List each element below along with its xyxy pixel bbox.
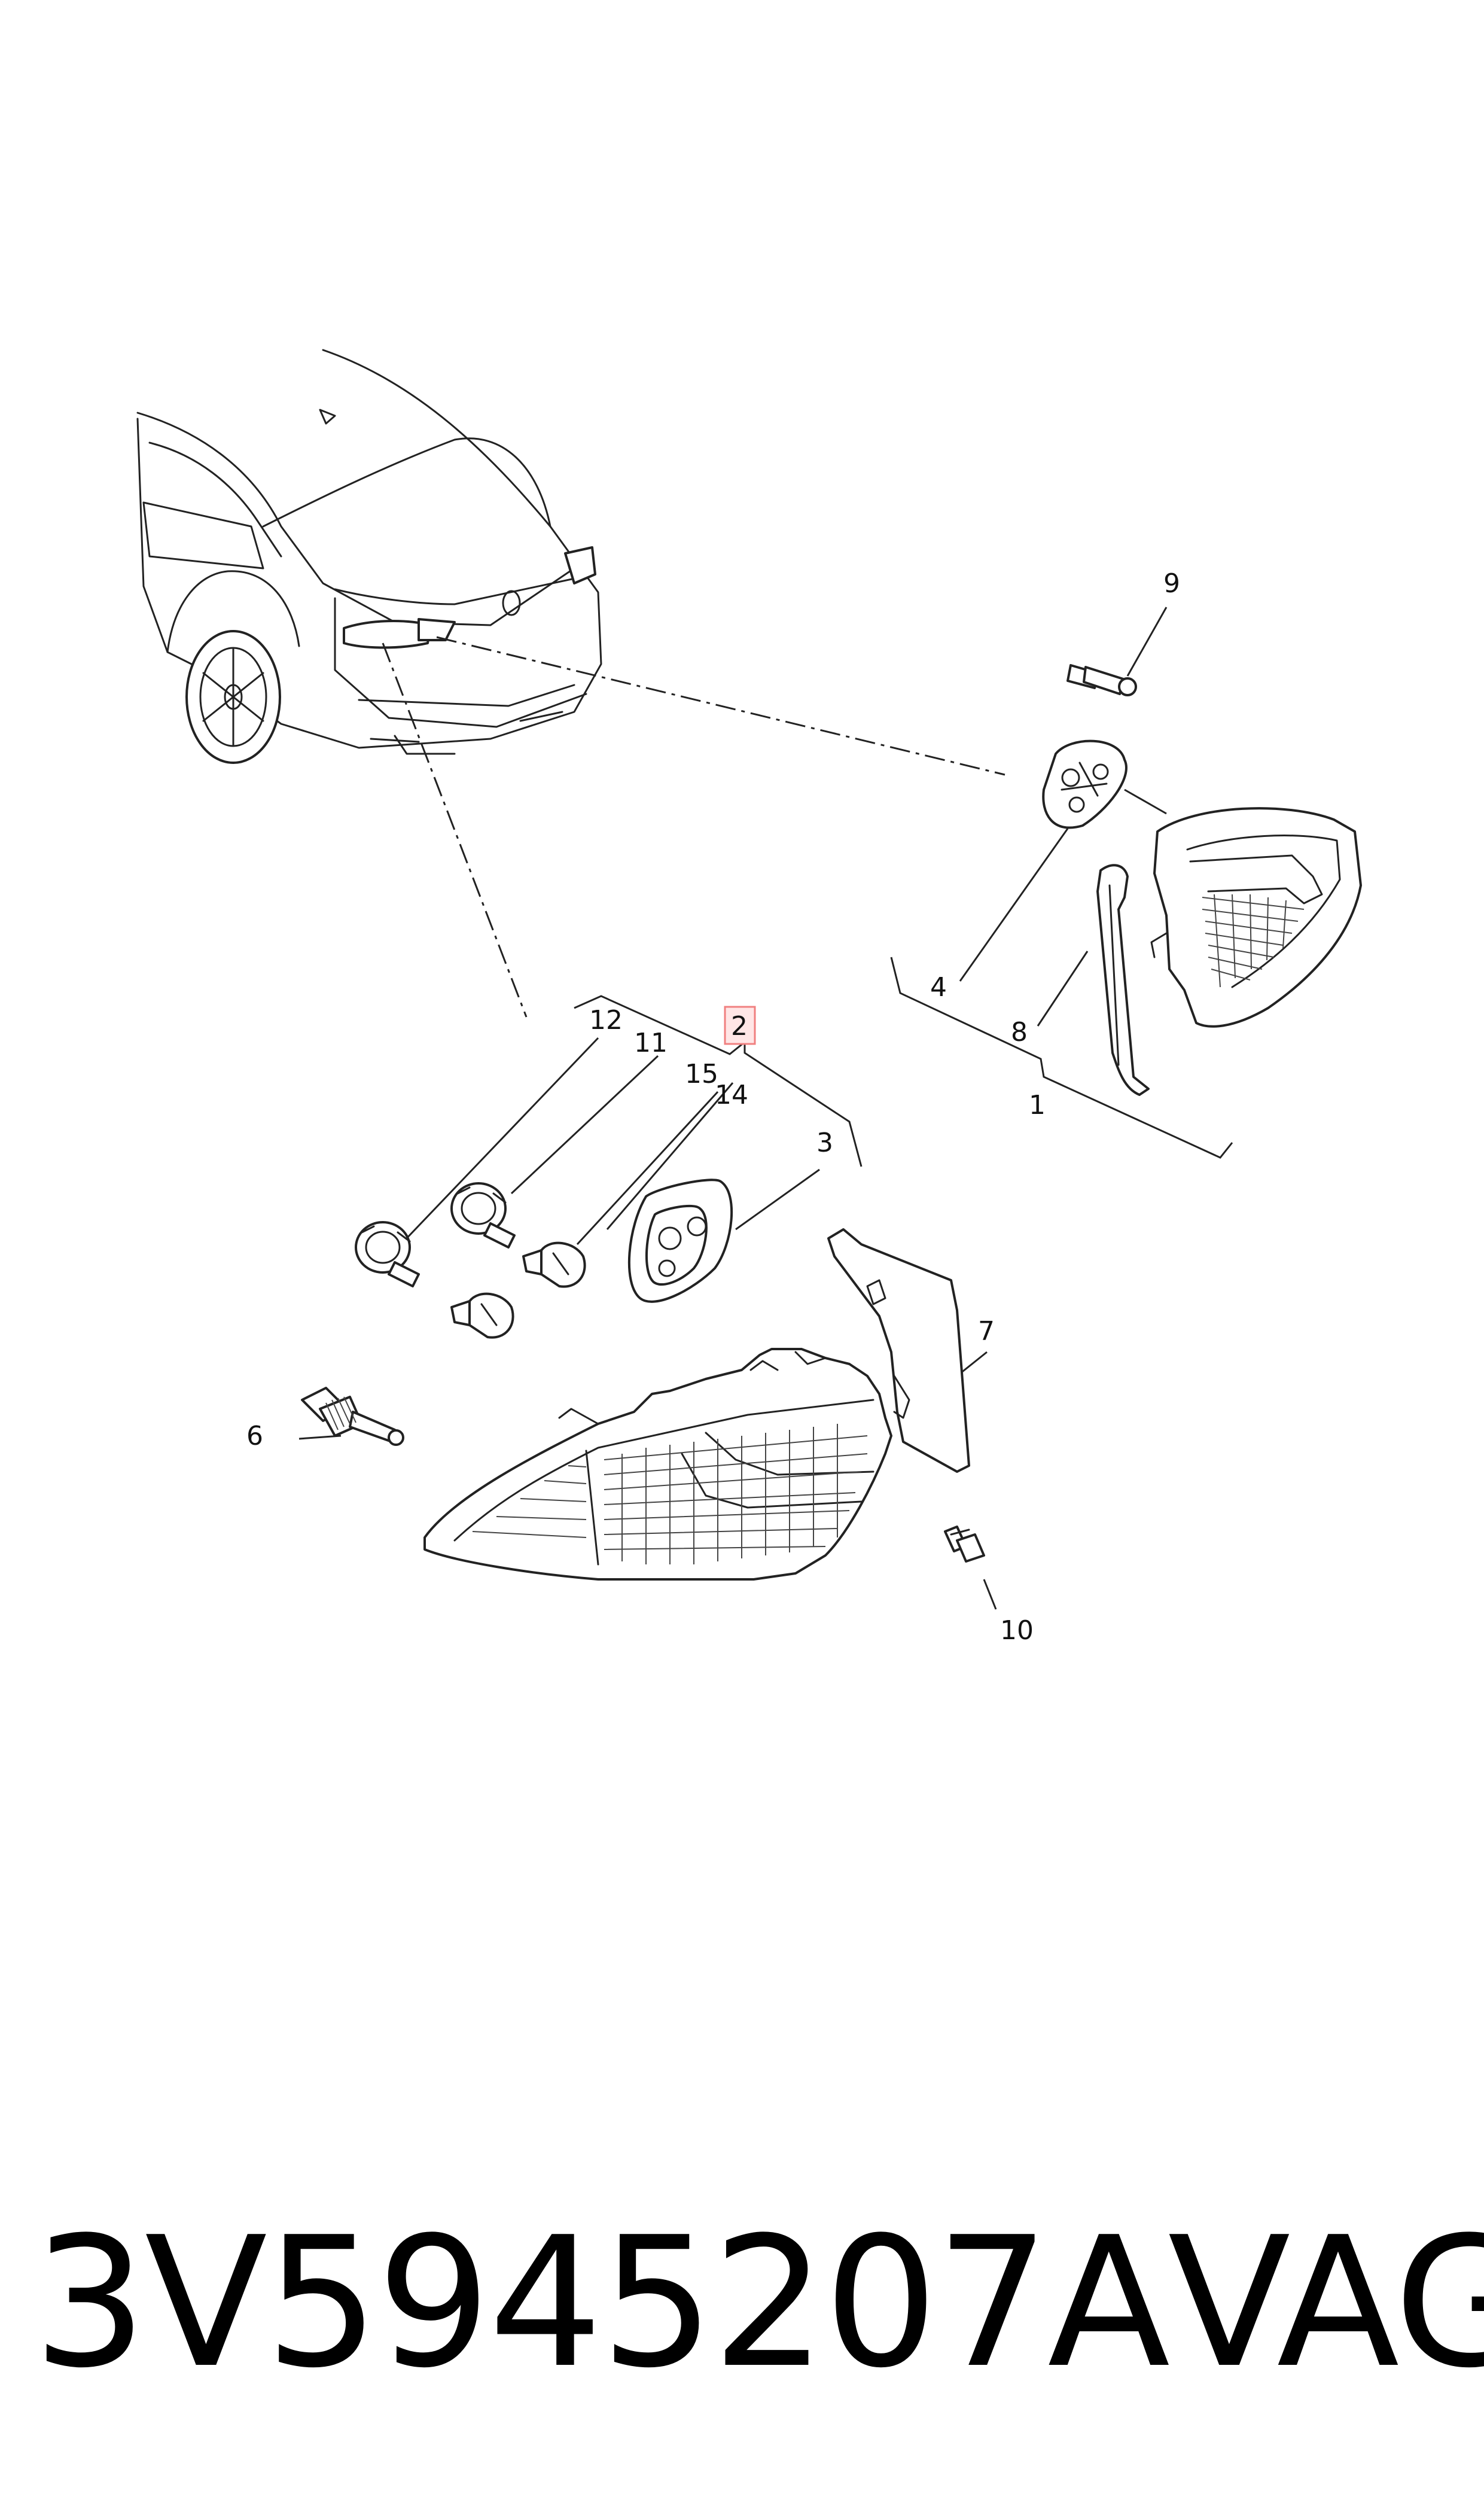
part-number: 3V5945207A	[33, 2199, 1170, 2407]
inner-lamp-assembly: 9 4 8 1	[890, 568, 1362, 1159]
callout-6: 6	[246, 1421, 263, 1451]
callout-1: 1	[1029, 1090, 1046, 1121]
brand-name: VAG	[1168, 2199, 1484, 2407]
callout-4: 4	[930, 972, 947, 1003]
callout-10: 10	[1000, 1615, 1034, 1646]
reference-line-outer	[382, 643, 528, 1018]
callout-12: 12	[589, 1005, 623, 1036]
reference-line-inner	[436, 636, 1005, 776]
outer-tail-lamp	[423, 1348, 892, 1581]
callout-11: 11	[634, 1028, 668, 1058]
callout-14: 14	[715, 1080, 748, 1110]
callout-8: 8	[1011, 1017, 1028, 1048]
callout-2: 2	[731, 1011, 748, 1042]
gasket-item-3	[627, 1179, 733, 1303]
screw-item-10	[944, 1526, 985, 1563]
bulb-item-14	[522, 1241, 586, 1288]
bulb-item-15	[450, 1292, 514, 1339]
bulb-socket-item-12	[355, 1221, 420, 1287]
callout-7: 7	[978, 1316, 995, 1347]
callout-9: 9	[1163, 568, 1180, 599]
bulb-socket-item-11	[450, 1182, 516, 1249]
caption: 3V5945207A VAG	[33, 2199, 1484, 2407]
callout-3: 3	[816, 1128, 833, 1158]
connector-item-6	[301, 1387, 404, 1446]
inner-tail-lamp	[1150, 807, 1362, 1028]
gasket-item-4	[1042, 739, 1128, 829]
callout-15: 15	[685, 1059, 718, 1089]
trim-strip-item-8	[1096, 864, 1150, 1096]
outer-lamp-assembly: 12 11 2 15 14 3 7 6 10	[246, 995, 1034, 1646]
bolt-item-9	[1066, 664, 1137, 696]
car-outline	[136, 349, 602, 764]
highlight-box	[724, 1006, 756, 1045]
cover-item-7	[827, 1228, 970, 1473]
